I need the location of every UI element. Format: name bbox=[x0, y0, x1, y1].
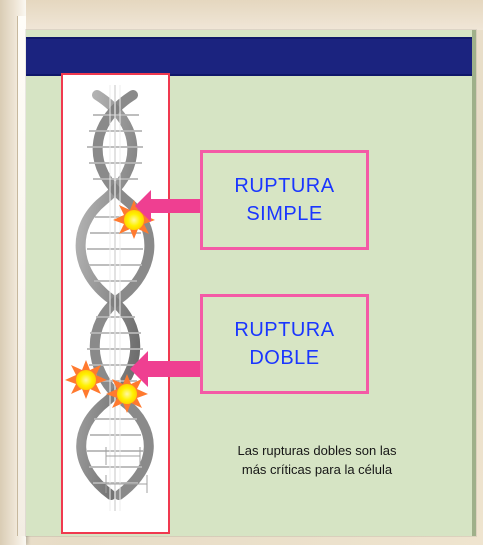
note-line-2: más críticas para la célula bbox=[241, 461, 393, 477]
title-bar bbox=[26, 37, 472, 76]
left-frame bbox=[0, 0, 26, 545]
measurement-icon bbox=[105, 447, 148, 493]
double-break-marker-right bbox=[106, 374, 148, 413]
slide: RUPTURA SIMPLE RUPTURA DOBLE Las ruptura… bbox=[26, 30, 476, 536]
single-break-label-line-2: SIMPLE bbox=[246, 203, 323, 225]
note-line-1: Las rupturas dobles son las bbox=[237, 443, 397, 458]
note-text: Las rupturas dobles son las más críticas… bbox=[202, 442, 432, 480]
double-break-label-line-2: DOBLE bbox=[249, 347, 320, 369]
dna-helix-icon bbox=[75, 85, 155, 511]
double-break-marker-left bbox=[65, 360, 107, 399]
single-break-label: RUPTURA SIMPLE bbox=[200, 150, 369, 250]
top-band bbox=[26, 0, 483, 30]
single-break-label-line-1: RUPTURA bbox=[234, 175, 335, 197]
dna-panel bbox=[61, 73, 170, 534]
double-break-label-line-1: RUPTURA bbox=[234, 319, 335, 341]
double-break-label: RUPTURA DOBLE bbox=[200, 294, 369, 394]
dna-diagram bbox=[65, 85, 155, 511]
